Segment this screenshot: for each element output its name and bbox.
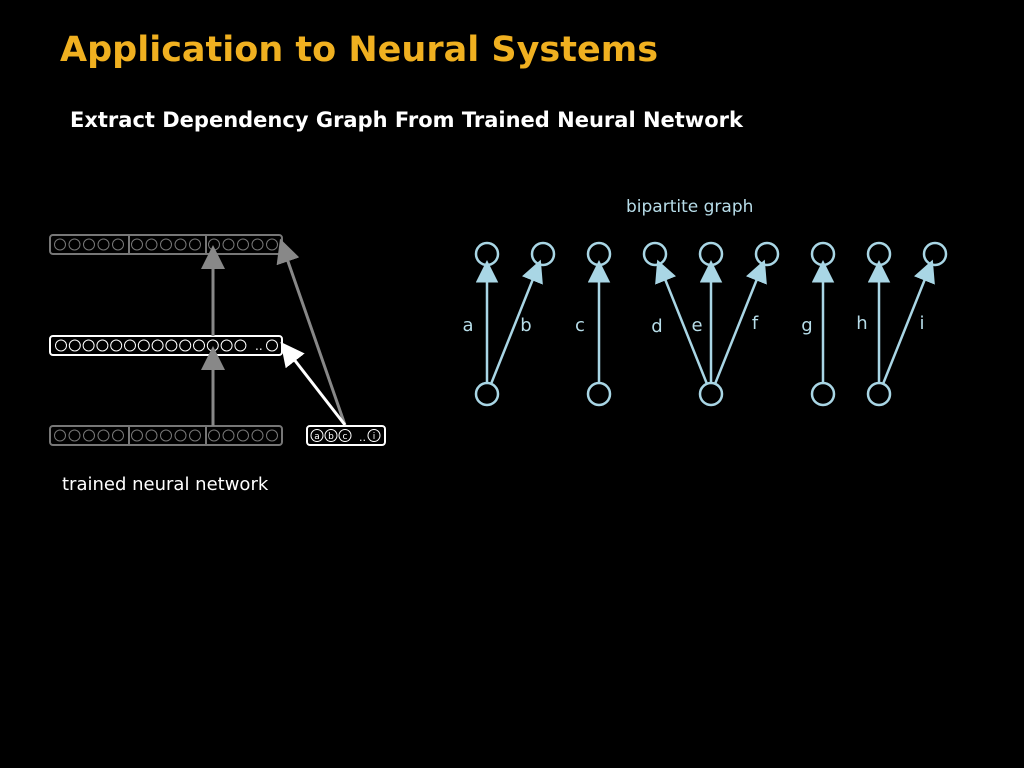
neuron-icon xyxy=(68,429,81,442)
bipartite-bottom-node xyxy=(474,381,500,407)
slide-title: Application to Neural Systems xyxy=(60,30,659,70)
bipartite-top-node xyxy=(698,241,724,267)
nn-input-label-i: i xyxy=(373,432,376,442)
neuron-icon xyxy=(174,238,187,251)
bipartite-label-f: f xyxy=(752,313,759,334)
neuron-icon xyxy=(237,429,249,442)
bipartite-edge xyxy=(713,259,767,385)
bipartite-bottom-node xyxy=(586,381,612,407)
neuron-icon xyxy=(54,429,66,442)
neuron-icon xyxy=(237,238,249,251)
neuron-icon xyxy=(160,238,172,251)
nn-bottom-layer xyxy=(49,425,283,446)
bipartite-label-a: a xyxy=(462,315,473,336)
neuron-icon xyxy=(193,339,205,352)
slide-subtitle: Extract Dependency Graph From Trained Ne… xyxy=(70,108,743,132)
bipartite-edge xyxy=(655,259,709,385)
neural-network-caption: trained neural network xyxy=(62,474,269,495)
neuron-icon xyxy=(251,429,264,442)
neuron-icon xyxy=(189,429,201,442)
nn-arrow-input-to-mid xyxy=(280,341,347,426)
neuron-icon xyxy=(222,429,235,442)
neuron-icon xyxy=(189,238,201,251)
neuron-icon xyxy=(160,429,172,442)
neuron-icon xyxy=(208,238,220,251)
neuron-icon xyxy=(266,238,278,251)
nn-input-label-a: a xyxy=(314,432,320,442)
neuron-icon xyxy=(174,429,187,442)
nn-input-label-c: c xyxy=(343,432,348,442)
bipartite-graph: a b c d e f g h i xyxy=(462,241,948,407)
neuron-icon xyxy=(55,339,67,352)
neuron-icon xyxy=(222,238,235,251)
neuron-icon xyxy=(266,429,278,442)
neuron-icon xyxy=(83,238,95,251)
bipartite-label-h: h xyxy=(856,313,867,334)
nn-top-layer xyxy=(49,234,283,255)
bipartite-edge xyxy=(881,259,935,385)
neuron-icon xyxy=(131,238,143,251)
bipartite-label-e: e xyxy=(691,315,702,336)
neuron-icon xyxy=(145,238,158,251)
nn-input-box: a b c .. i xyxy=(306,425,386,446)
bipartite-top-node xyxy=(754,241,780,267)
neuron-icon xyxy=(112,238,124,251)
nn-arrow-input-to-top xyxy=(276,238,347,426)
neuron-icon xyxy=(68,339,81,352)
neuron-icon xyxy=(137,339,150,352)
neuron-icon xyxy=(82,339,95,352)
neuron-icon xyxy=(151,339,164,352)
bipartite-bottom-node xyxy=(698,381,724,407)
bipartite-bottom-node xyxy=(866,381,892,407)
neuron-icon xyxy=(251,238,264,251)
neuron-icon xyxy=(97,238,110,251)
nn-input-label-b: b xyxy=(328,432,334,442)
neuron-icon xyxy=(112,429,124,442)
neuron-icon xyxy=(96,339,109,352)
bipartite-edge xyxy=(489,259,543,385)
neuron-icon xyxy=(68,238,81,251)
neuron-icon xyxy=(131,429,143,442)
bipartite-label-i: i xyxy=(919,313,924,334)
bipartite-label-b: b xyxy=(520,315,531,336)
neuron-icon xyxy=(208,429,220,442)
neuron-icon xyxy=(83,429,95,442)
neuron-icon xyxy=(54,238,66,251)
bipartite-graph-caption: bipartite graph xyxy=(626,197,754,217)
bipartite-top-node xyxy=(474,241,500,267)
neuron-icon xyxy=(97,429,110,442)
neuron-icon xyxy=(234,339,247,352)
neuron-icon xyxy=(165,339,178,352)
neuron-icon xyxy=(220,339,233,352)
bipartite-label-d: d xyxy=(651,316,662,337)
nn-middle-ellipsis: .. xyxy=(255,339,263,353)
neuron-icon xyxy=(206,339,219,352)
bipartite-top-node xyxy=(810,241,836,267)
bipartite-top-node xyxy=(530,241,556,267)
neuron-icon xyxy=(124,339,136,352)
bipartite-top-node xyxy=(586,241,612,267)
bipartite-label-c: c xyxy=(575,315,585,336)
bipartite-top-node xyxy=(642,241,668,267)
neuron-icon xyxy=(179,339,192,352)
nn-middle-layer: .. xyxy=(49,335,283,356)
neuron-icon xyxy=(110,339,123,352)
bipartite-label-g: g xyxy=(801,315,812,336)
bipartite-top-node xyxy=(922,241,948,267)
bipartite-top-node xyxy=(866,241,892,267)
neuron-icon xyxy=(266,339,278,352)
neuron-icon xyxy=(145,429,158,442)
nn-input-ellipsis: .. xyxy=(359,431,366,444)
bipartite-bottom-node xyxy=(810,381,836,407)
